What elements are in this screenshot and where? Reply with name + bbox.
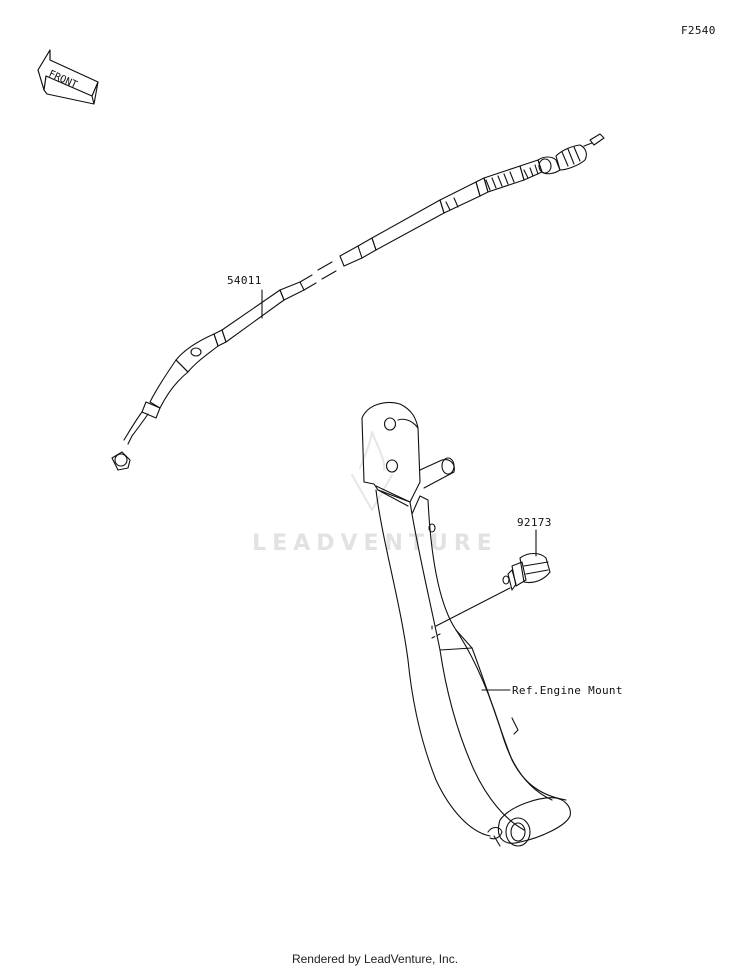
part-label-92173[interactable]: 92173 [517,516,552,529]
front-arrow-icon: FRONT [37,49,99,105]
clutch-cable-54011 [111,133,605,471]
watermark-logo [351,431,393,511]
watermark-text: LEADVENTURE [252,531,498,556]
diagram-code: F2540 [681,24,716,37]
clamp-92173 [435,552,551,627]
footer-credit: Rendered by LeadVenture, Inc. [291,952,459,966]
part-label-54011[interactable]: 54011 [227,274,262,287]
ref-label-engine-mount: Ref.Engine Mount [512,684,623,697]
engine-mount-arm [361,401,571,847]
